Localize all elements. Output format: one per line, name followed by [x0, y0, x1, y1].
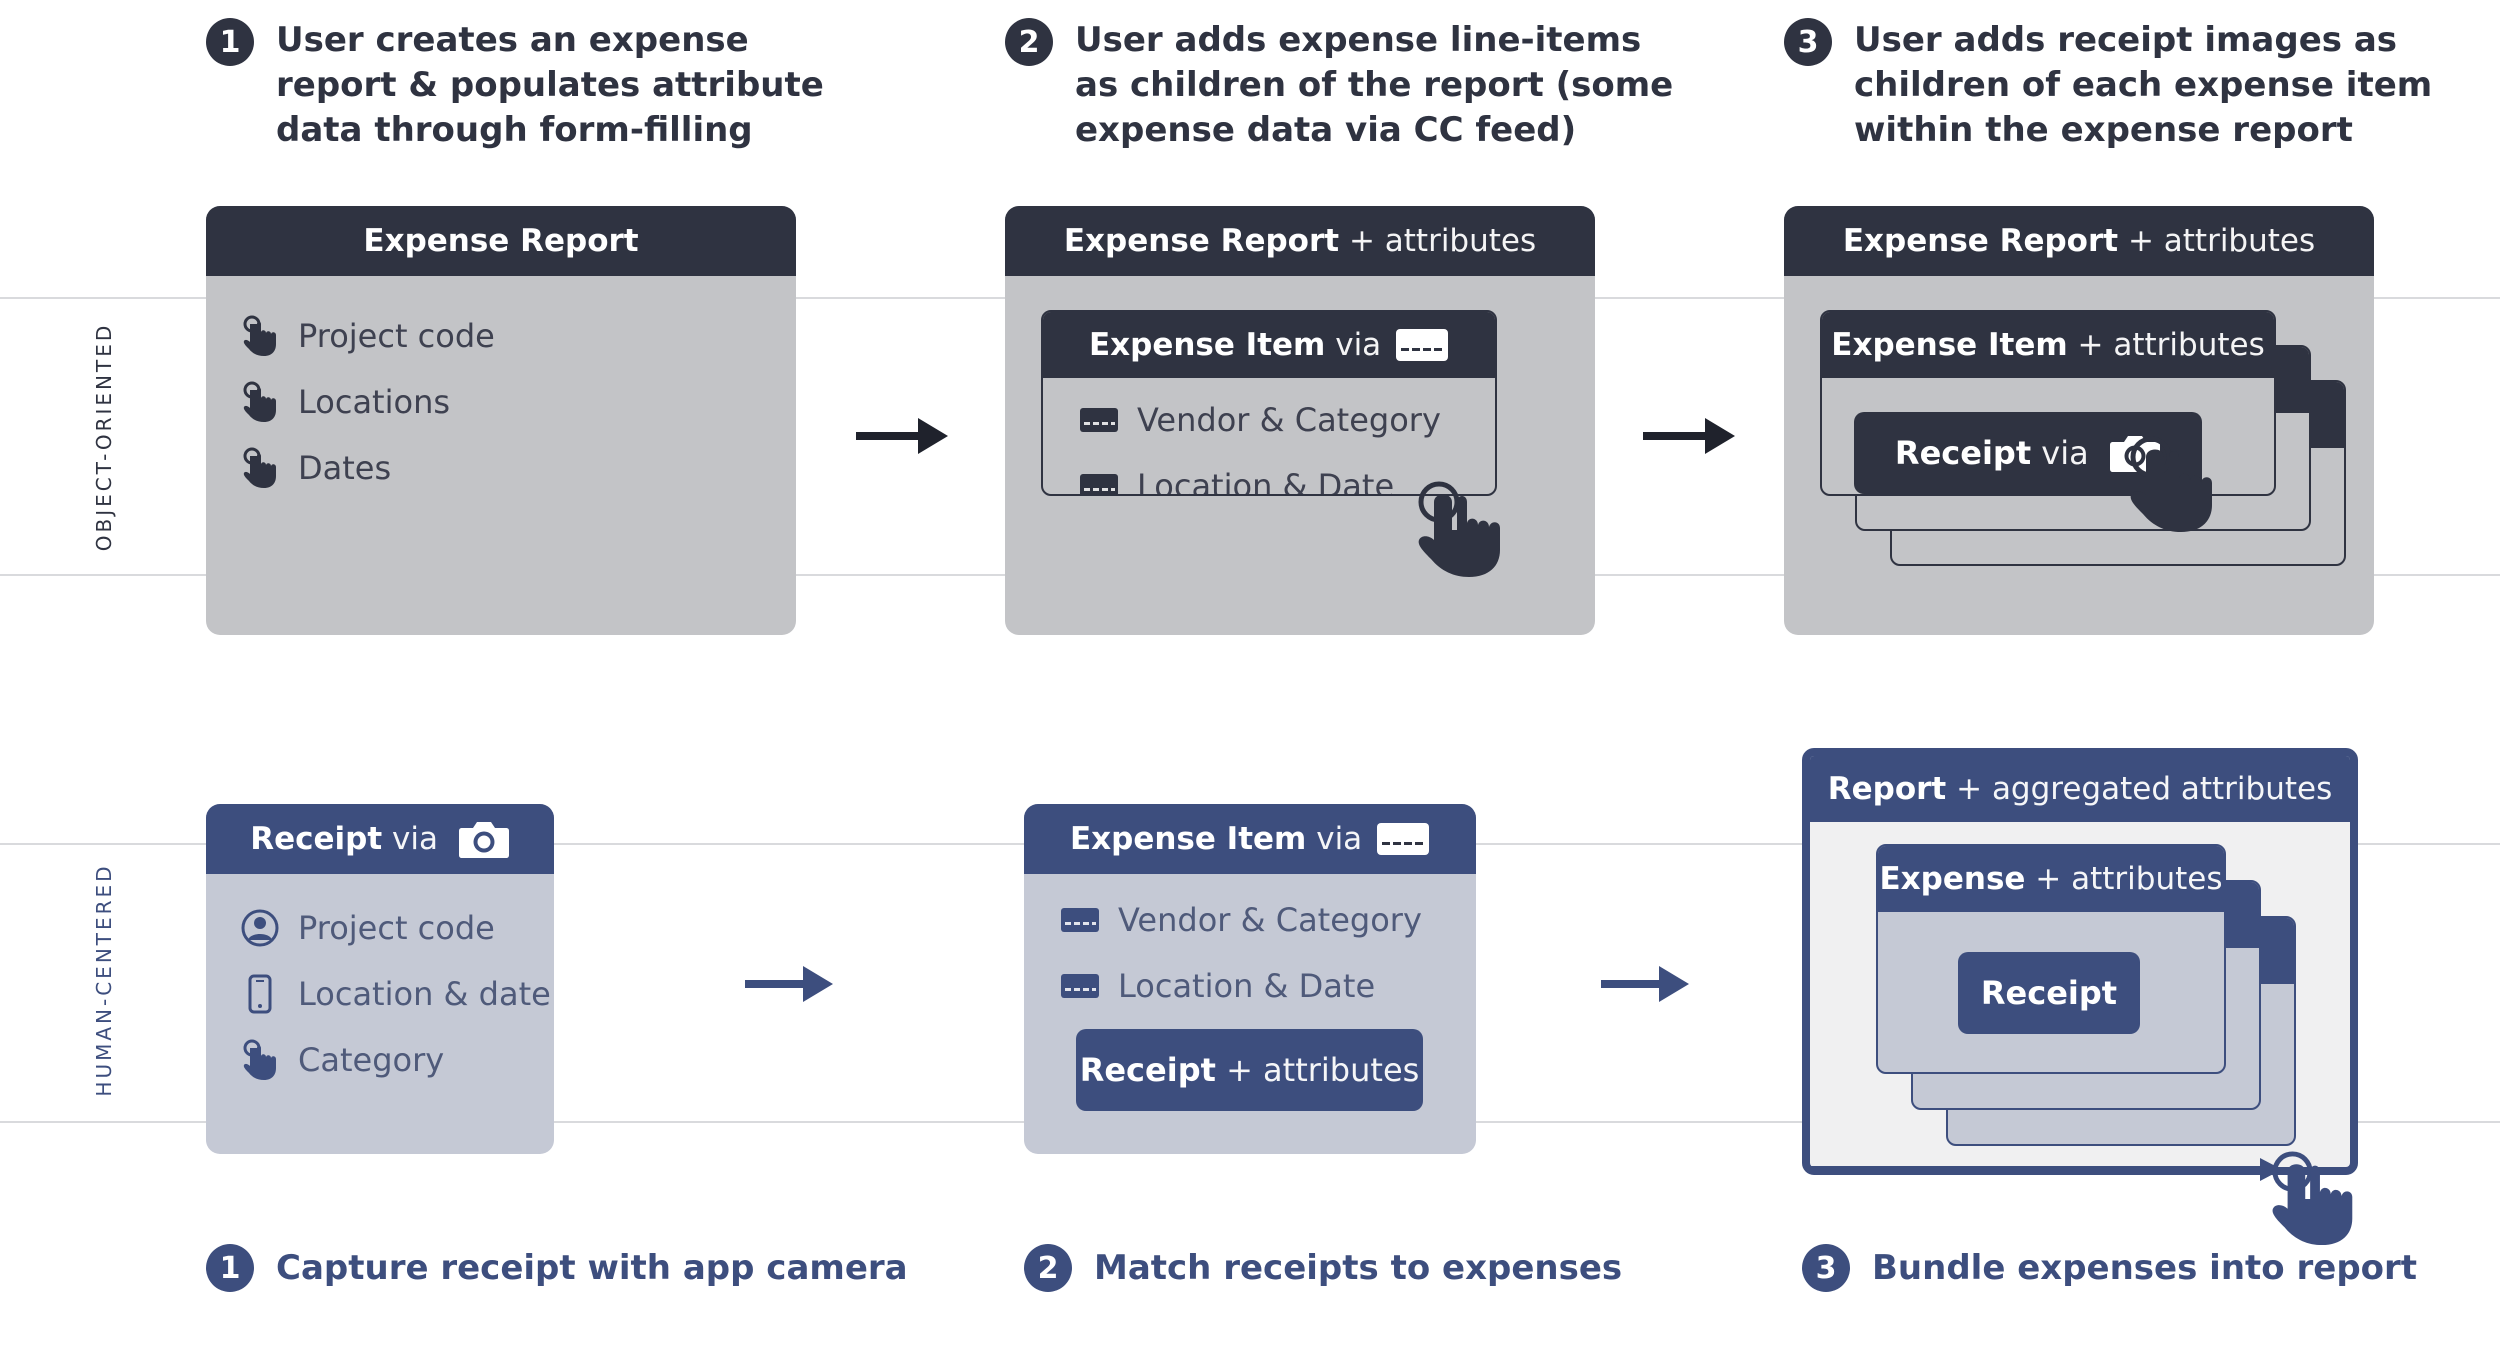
row-category: Category	[238, 1038, 444, 1082]
top-panel-expense-report: Expense Report Project code Locations Da…	[206, 206, 796, 635]
bottom-step-3: 3 Bundle expenses into report	[1802, 1244, 2417, 1292]
card-row-vendor-category: Vendor & Category	[1077, 398, 1441, 442]
row-vendor-category: Vendor & Category	[1058, 898, 1422, 942]
card-header: Expense + attributes	[1878, 846, 2224, 912]
expense-card: Expense + attributes Receipt	[1876, 844, 2226, 1074]
step-number: 1	[206, 1244, 254, 1292]
step-number: 1	[206, 18, 254, 66]
row-location-date: Location & date	[238, 972, 551, 1016]
step-number: 2	[1024, 1244, 1072, 1292]
step-description: Capture receipt with app camera	[276, 1248, 908, 1288]
step-description: Bundle expenses into report	[1872, 1248, 2418, 1288]
tap-hand-icon	[240, 314, 280, 358]
form-row-project-code: Project code	[238, 314, 495, 358]
receipt-button[interactable]: Receipt via	[1854, 412, 2202, 494]
panel-header: Receipt via	[206, 804, 554, 874]
bottom-panel-expense-item: Expense Item via Vendor & Category Locat…	[1024, 804, 1476, 1154]
step-number: 2	[1005, 18, 1053, 66]
credit-card-icon	[1079, 473, 1119, 496]
side-label-human-centered: HUMAN-CENTERED	[92, 863, 116, 1097]
arrow-right-icon	[745, 966, 833, 1002]
row-project-code: Project code	[238, 906, 495, 950]
card-header: Expense Item via	[1043, 312, 1495, 378]
panel-header: Report + aggregated attributes	[1810, 756, 2350, 822]
expense-item-card: Expense Item via Vendor & Category Locat…	[1041, 310, 1497, 496]
panel-header: Expense Report + attributes	[1784, 206, 2374, 276]
credit-card-icon	[1395, 328, 1449, 362]
tap-hand-icon	[240, 446, 280, 490]
credit-card-icon	[1060, 973, 1100, 999]
panel-header: Expense Report + attributes	[1005, 206, 1595, 276]
drag-arrow-icon	[1808, 1158, 2282, 1181]
side-label-object-oriented: OBJECT-ORIENTED	[92, 322, 116, 552]
bottom-panel-report: Report + aggregated attributes Expense +…	[1802, 748, 2358, 1175]
pointer-hand-icon	[2268, 1150, 2366, 1248]
credit-card-icon	[1376, 822, 1430, 856]
arrow-right-icon	[856, 418, 948, 454]
bottom-step-2: 2 Match receipts to expenses	[1024, 1244, 1622, 1292]
panel-header: Expense Item via	[1024, 804, 1476, 874]
step-number: 3	[1784, 18, 1832, 66]
expense-item-card: Expense Item + attributes Receipt via	[1820, 310, 2276, 496]
top-panel-expense-report-receipts: Expense Report + attributes Expense Item…	[1784, 206, 2374, 635]
phone-icon	[240, 974, 280, 1014]
row-location-date: Location & Date	[1058, 964, 1375, 1008]
credit-card-icon	[1060, 907, 1100, 933]
form-row-locations: Locations	[238, 380, 450, 424]
receipt-attributes-button[interactable]: Receipt + attributes	[1076, 1029, 1423, 1111]
step-number: 3	[1802, 1244, 1850, 1292]
tap-hand-icon	[240, 1038, 280, 1082]
camera-icon	[458, 819, 510, 859]
card-row-location-date: Location & Date	[1077, 464, 1394, 496]
arrow-right-icon	[1643, 418, 1735, 454]
bottom-step-1: 1 Capture receipt with app camera	[206, 1244, 908, 1292]
panel-header: Expense Report	[206, 206, 796, 276]
arrow-right-icon	[1601, 966, 1689, 1002]
card-header: Expense Item + attributes	[1822, 312, 2274, 378]
bottom-panel-receipt: Receipt via Project code Location & date…	[206, 804, 554, 1154]
step-description: Match receipts to expenses	[1094, 1248, 1623, 1288]
credit-card-icon	[1079, 407, 1119, 433]
form-row-dates: Dates	[238, 446, 391, 490]
tap-hand-icon	[240, 380, 280, 424]
receipt-button[interactable]: Receipt	[1958, 952, 2140, 1034]
pointer-hand-icon	[1414, 480, 1514, 580]
person-icon	[240, 908, 280, 948]
pointer-hand-icon	[2126, 435, 2226, 535]
